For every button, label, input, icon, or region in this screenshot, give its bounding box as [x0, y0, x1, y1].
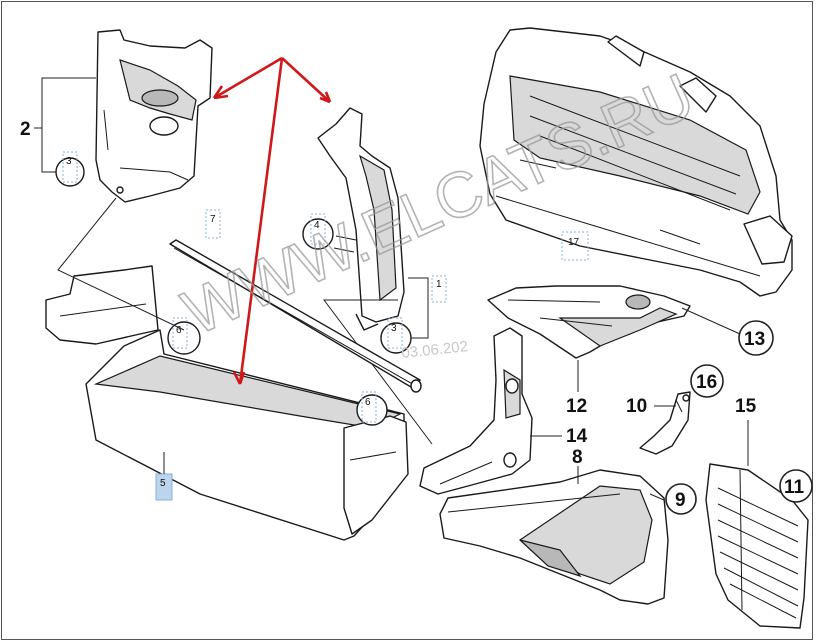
callout-13-badge[interactable]: 13: [738, 320, 774, 356]
leader-diag-lower: [323, 299, 433, 445]
svg-text:6: 6: [176, 325, 182, 336]
callout-14: 14: [566, 426, 588, 447]
tag-1[interactable]: 1: [431, 275, 447, 303]
tag-6-right[interactable]: 6: [356, 391, 388, 426]
svg-text:3: 3: [66, 156, 72, 167]
svg-text:5: 5: [160, 478, 166, 489]
part-air-duct-left-upper[interactable]: [95, 29, 213, 203]
leader-2: [41, 77, 96, 173]
svg-text:17: 17: [568, 237, 580, 248]
callout-11: 11: [784, 477, 805, 498]
part-air-guide-lower[interactable]: [45, 265, 409, 541]
tag-7[interactable]: 7: [205, 209, 221, 239]
part-air-duct-8[interactable]: [439, 469, 669, 605]
callout-10: 15: [735, 396, 757, 417]
tag-5[interactable]: 5: [155, 473, 173, 501]
leader-13: [681, 307, 741, 335]
svg-text:4: 4: [314, 220, 320, 231]
leader-9: [649, 493, 665, 501]
part-bracket-13[interactable]: [487, 285, 691, 359]
callout-15: 10: [626, 396, 647, 417]
callout-16-badge[interactable]: 16: [690, 364, 724, 398]
callout-9-badge[interactable]: 9: [665, 483, 697, 515]
tag-4[interactable]: 4: [302, 213, 334, 250]
callout-12: 12: [566, 396, 587, 417]
callout-9: 9: [675, 490, 686, 511]
callout-16: 16: [696, 372, 717, 393]
part-air-duct-middle[interactable]: [317, 107, 405, 331]
leader-1: [408, 277, 429, 339]
part-front-carrier[interactable]: [479, 27, 793, 297]
svg-text:6: 6: [365, 397, 371, 408]
callout-2: 2: [20, 119, 31, 140]
tag-3-lower[interactable]: 3: [380, 317, 412, 354]
part-support-14[interactable]: [419, 327, 533, 495]
part-seal-strip[interactable]: [169, 239, 422, 393]
part-grille-11[interactable]: [705, 463, 809, 629]
leader-diag-upper: [57, 197, 185, 331]
svg-text:1: 1: [436, 279, 442, 290]
svg-text:3: 3: [391, 323, 397, 334]
date-stamp: 03.06.202: [401, 338, 469, 362]
svg-text:7: 7: [210, 214, 216, 225]
red-arrows: [212, 56, 332, 385]
callout-8: 8: [572, 447, 583, 468]
tag-3-upper[interactable]: 3: [55, 151, 85, 187]
tag-17[interactable]: 17: [561, 231, 589, 261]
tag-6-left[interactable]: 6: [167, 317, 201, 355]
callout-11-badge[interactable]: 11: [779, 469, 813, 503]
callout-13: 13: [744, 329, 765, 350]
part-bracket-15[interactable]: [639, 391, 691, 455]
